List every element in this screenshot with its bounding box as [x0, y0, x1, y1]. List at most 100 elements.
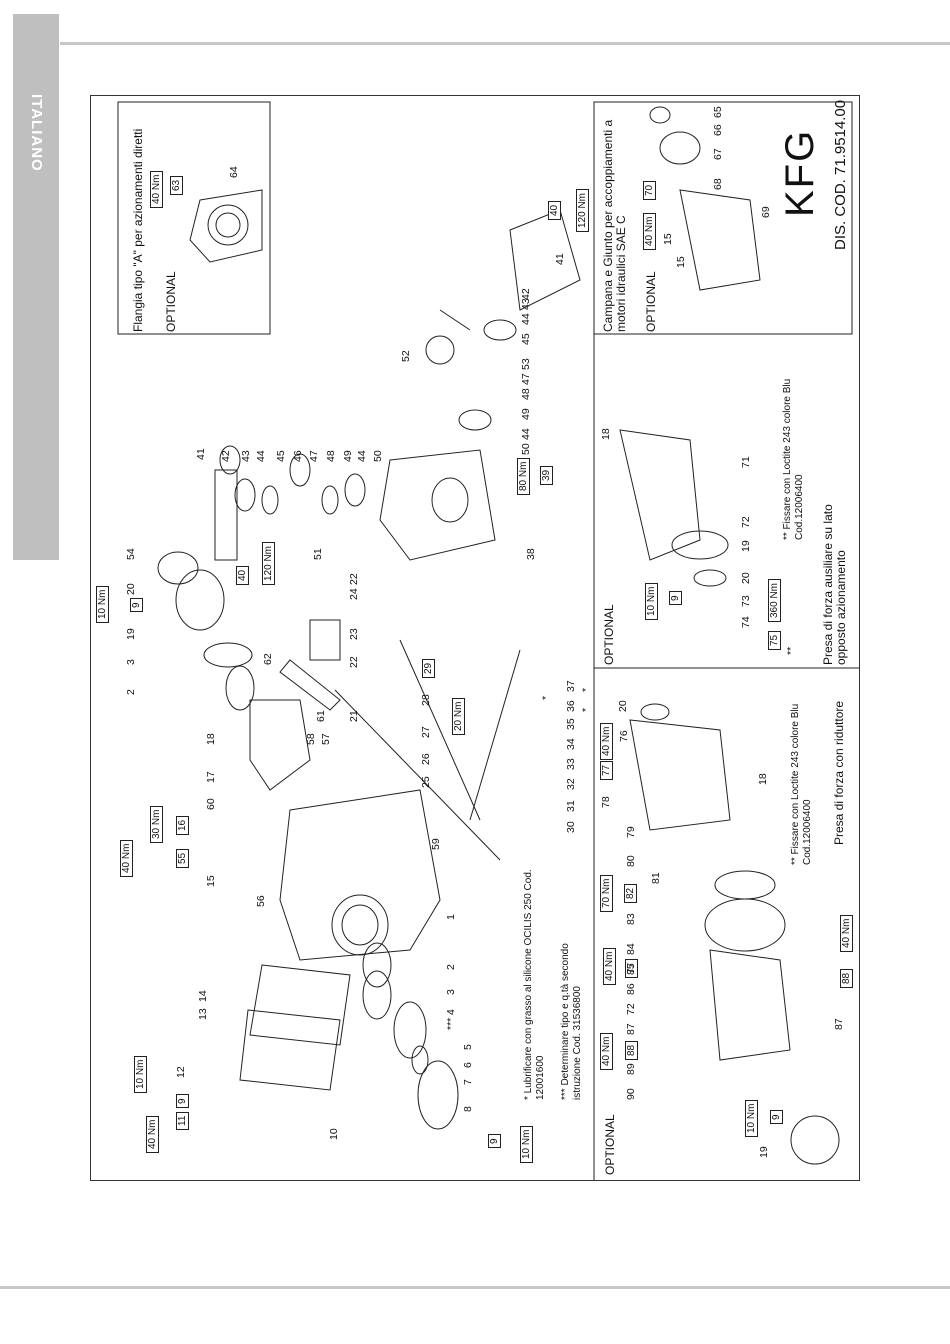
reducer-housing [629, 719, 731, 831]
part-number: 71 [740, 456, 752, 468]
part-number: 58 [305, 733, 317, 745]
part-number: 51 [312, 548, 324, 560]
part-number: * [540, 695, 552, 700]
part-number: 2 [445, 964, 457, 970]
part-number: 52 [400, 350, 412, 362]
part-number: 53 [520, 358, 532, 370]
torque-part: 70 [643, 180, 656, 200]
part-number: 35 [565, 718, 577, 730]
crankshaft [249, 699, 311, 791]
part-number: 62 [262, 653, 274, 665]
part-number: 67 [712, 148, 724, 160]
part-number: 21 [348, 710, 360, 722]
pto-reducer-loctite-note: ** Fissare con Loctite 243 colore Blu Co… [790, 703, 813, 865]
torque-part: 9 [770, 1110, 783, 1124]
torque-part: 29 [422, 658, 435, 678]
part-number: 47 [520, 373, 532, 385]
part-number: 45 [520, 333, 532, 345]
determine-note: *** Determinare tipo e q.tà secondo istr… [560, 943, 583, 1100]
torque-part: 88 [625, 1040, 638, 1060]
part-number: 18 [757, 773, 769, 785]
part-number: 14 [197, 990, 209, 1002]
part-number: 18 [600, 428, 612, 440]
part-number: 15 [205, 875, 217, 887]
part-number: 22 [348, 656, 360, 668]
torque-value: 30 Nm [150, 805, 163, 843]
diagram-frame [90, 95, 860, 1181]
bell-caption: Campana e Giunto per accoppiamenti a mot… [601, 119, 628, 332]
torque-part: 11 [176, 1111, 189, 1130]
torque-value: 40 Nm [150, 170, 163, 208]
torque-value: 10 Nm [645, 582, 658, 620]
lubricate-note: * Lubrificare con grasso al silicone OCI… [523, 869, 546, 1100]
part-number: 37 [565, 680, 577, 692]
part-number: 59 [430, 838, 442, 850]
part-number: 7 [462, 1079, 474, 1085]
part-number: 30 [565, 821, 577, 833]
torque-part: 39 [540, 465, 553, 485]
part-number: 15 [675, 256, 687, 268]
torque-value: 80 Nm [517, 457, 530, 495]
part-number: 15 [662, 233, 674, 245]
part-number: 38 [525, 548, 537, 560]
torque-value: 120 Nm [576, 188, 589, 232]
pto-reducer-caption: Presa di forza con riduttore [832, 700, 846, 845]
flange-panel-box [117, 101, 271, 335]
part-number: 3 [125, 659, 137, 665]
part-number: 83 [625, 913, 637, 925]
part-number: 44 [520, 313, 532, 325]
part-number: 41 [554, 253, 566, 265]
torque-value: 40 Nm [600, 722, 613, 760]
language-tab: ITALIANO [13, 14, 59, 560]
part-number: 87 [625, 1023, 637, 1035]
part-number: 45 [275, 450, 287, 462]
torque-part: 9 [488, 1134, 501, 1148]
part-number: 44 [356, 450, 368, 462]
part-number: 50 [372, 450, 384, 462]
part-number: 24 [348, 588, 360, 600]
aux-pto-shaft [619, 429, 701, 561]
part-number: 22 [348, 573, 360, 585]
main-optional-label: OPTIONAL [603, 1114, 617, 1175]
torque-part: 16 [176, 815, 189, 835]
part-number: 19 [740, 540, 752, 552]
torque-part: 9 [130, 598, 143, 612]
valve-cover-top [214, 469, 238, 561]
part-number: 13 [197, 1008, 209, 1020]
part-number: 61 [315, 710, 327, 722]
part-number: 8 [462, 1106, 474, 1112]
part-number: 3 [445, 989, 457, 995]
part-number: 68 [712, 178, 724, 190]
part-number: 20 [617, 700, 629, 712]
part-number: 54 [125, 548, 137, 560]
torque-value: 20 Nm [452, 697, 465, 735]
part-number: 20 [740, 572, 752, 584]
part-number: * [580, 687, 592, 692]
part-number: 36 [565, 700, 577, 712]
torque-value: 40 Nm [146, 1115, 159, 1153]
part-number: 81 [650, 872, 662, 884]
torque-value: 10 Nm [745, 1099, 758, 1137]
part-number: 12 [175, 1066, 187, 1078]
reducer-gear-housing [709, 949, 791, 1061]
bell-housing [679, 189, 761, 291]
part-number: 85 [625, 963, 637, 975]
torque-value: 10 Nm [134, 1055, 147, 1093]
part-number: 5 [462, 1044, 474, 1050]
part-number: 33 [565, 758, 577, 770]
part-number: 27 [420, 726, 432, 738]
part-number: 84 [625, 943, 637, 955]
flange-optional-label: OPTIONAL [164, 271, 178, 332]
part-number: 19 [125, 628, 137, 640]
part-number: 89 [625, 1063, 637, 1075]
part-number: 25 [420, 776, 432, 788]
part-number: 78 [600, 796, 612, 808]
pump-head [379, 449, 496, 561]
part-number: 48 [520, 388, 532, 400]
part-number: 26 [420, 753, 432, 765]
part-number: 2 [125, 689, 137, 695]
part-number: 72 [625, 1003, 637, 1015]
part-number: 18 [205, 733, 217, 745]
part-number: 49 [342, 450, 354, 462]
